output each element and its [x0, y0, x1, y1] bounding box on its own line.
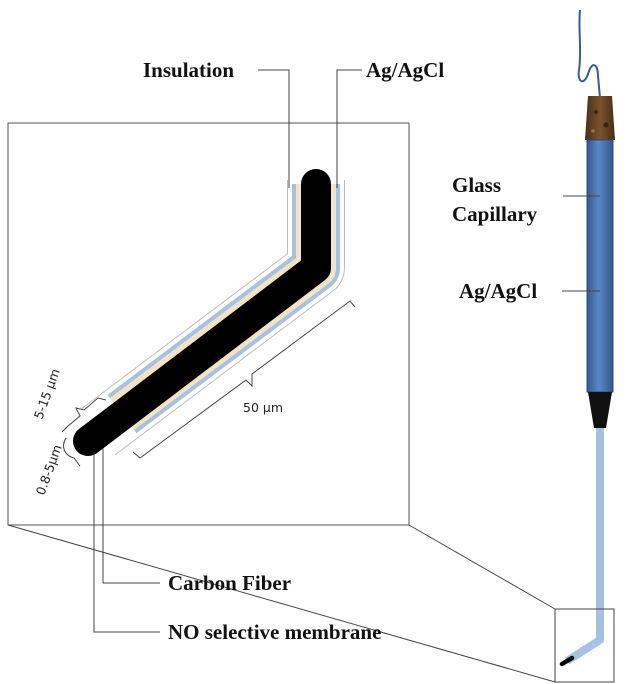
ag-agcl-top-label: Ag/AgCl	[366, 58, 444, 82]
length-brace	[132, 300, 356, 459]
insulation-label: Insulation	[143, 58, 234, 82]
carbon-fiber-leader	[102, 448, 160, 584]
carbon-fiber-core	[73, 169, 331, 456]
thickness-brace	[61, 397, 107, 433]
no-selective-membrane-label: NO selective membrane	[168, 620, 381, 644]
fiber-shaft	[596, 428, 604, 616]
glass-label-line1: Glass	[452, 173, 501, 197]
cork-texture	[594, 110, 598, 114]
glass-capillary-label-line2: Capillary	[452, 202, 538, 226]
tip-brace	[63, 437, 81, 467]
zoom-region-box	[554, 608, 615, 683]
carbon-fiber-label: Carbon Fiber	[168, 571, 291, 595]
tip-dimension-label: 0.8-5µm	[33, 443, 65, 497]
length-dimension-label: 50 µm	[243, 400, 283, 415]
insulation-leader	[258, 69, 290, 188]
ag-agcl-side-label: Ag/AgCl	[459, 279, 537, 303]
zoom-connector-bottom	[7, 524, 556, 683]
thickness-dimension-label: 5-15 µm	[31, 367, 63, 421]
cork-texture	[591, 129, 595, 133]
ag-agcl-top-leader	[336, 69, 362, 188]
cork-stopper	[585, 96, 615, 140]
cork-texture	[603, 122, 609, 128]
magnified-view-frame	[7, 122, 410, 526]
capillary-taper	[588, 392, 612, 428]
electrode-tip-magnified	[73, 169, 345, 456]
fiber-tip	[559, 655, 575, 667]
glass-capillary-body	[586, 139, 614, 393]
zoom-connector-top	[408, 524, 556, 610]
lead-wire	[577, 9, 601, 99]
fiber-bend	[564, 616, 604, 665]
no-membrane-leader	[93, 452, 160, 633]
